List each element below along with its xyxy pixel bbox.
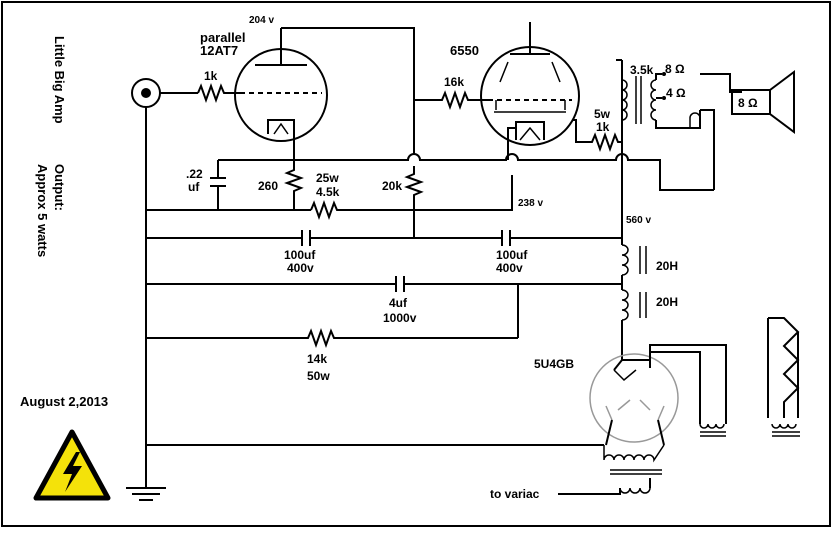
r-screen-label-1: 5w: [594, 107, 611, 121]
speaker-label: 8 Ω: [738, 96, 758, 110]
amp-title: Little Big Amp: [52, 36, 67, 124]
tube-12at7: [234, 28, 328, 150]
ground-icon: [126, 478, 166, 501]
voltage-238: 238 v: [518, 198, 543, 209]
resistor-1k-screen: [572, 119, 622, 152]
r-bleed-label-2: 50w: [307, 369, 330, 383]
resistor-20k-plate: [404, 166, 424, 238]
ot-tap-8: 8 Ω: [665, 62, 685, 76]
r-screen-label-2: 1k: [596, 120, 610, 134]
speaker-icon: 8 Ω: [731, 70, 795, 134]
to-variac-label: to variac: [490, 487, 540, 501]
c-cathode-label-2: uf: [188, 180, 200, 194]
c-cathode-label-1: .22: [186, 167, 203, 181]
choke-1: [621, 244, 647, 276]
r-bleed-label-1: 14k: [307, 352, 327, 366]
c1-label-1: 100uf: [284, 248, 316, 262]
filament-transformer: [767, 317, 800, 437]
cathode-bus: [218, 153, 714, 191]
choke-1-label: 20H: [656, 259, 678, 273]
voltage-204: 204 v: [249, 15, 274, 26]
choke-2: [621, 289, 647, 321]
c3-label-2: 1000v: [383, 311, 417, 325]
c2-label-2: 400v: [496, 261, 523, 275]
ot-primary-label: 3.5k: [630, 63, 654, 77]
power-transformer: [558, 444, 665, 495]
choke-2-label: 20H: [656, 295, 678, 309]
tube-12at7-label-2: 12AT7: [200, 43, 238, 58]
plate-wire-12at7: [281, 27, 415, 155]
resistor-4k5-25w: [310, 175, 513, 220]
c1-label-2: 400v: [287, 261, 314, 275]
c2-label-1: 100uf: [496, 248, 528, 262]
voltage-560: 560 v: [626, 215, 651, 226]
resistor-14k-bleeder: [146, 328, 518, 348]
r-drop-label-1: 25w: [316, 171, 339, 185]
output-transformer: [616, 59, 701, 155]
tube-5u4gb-label: 5U4GB: [534, 357, 574, 371]
output-power: Approx 5 watts: [35, 164, 50, 257]
heater-wiring: [649, 344, 727, 424]
resistor-260-cathode: [284, 150, 304, 210]
filter-cap-row: [146, 230, 622, 246]
date-label: August 2,2013: [20, 394, 108, 409]
r-grid-out-label: 16k: [444, 75, 464, 89]
r-drop-label-2: 4.5k: [316, 185, 340, 199]
input-jack-icon: [131, 78, 198, 108]
high-voltage-warning-icon: [33, 429, 111, 501]
output-label: Output:: [52, 164, 67, 211]
tube-6550-label: 6550: [450, 43, 479, 58]
resistor-16k-grid: [414, 90, 488, 110]
tube-12at7-label-1: parallel: [200, 30, 246, 45]
r-grid-in-label: 1k: [204, 69, 218, 83]
r-cathode-label: 260: [258, 179, 278, 193]
ot-tap-4: 4 Ω: [666, 86, 686, 100]
c3-label-1: 4uf: [389, 296, 408, 310]
resistor-1k-grid: [197, 83, 240, 103]
tube-6550: [480, 28, 580, 160]
r-plate-label: 20k: [382, 179, 402, 193]
cap-022uf: [210, 160, 226, 210]
cap-4uf-row: [146, 276, 622, 292]
